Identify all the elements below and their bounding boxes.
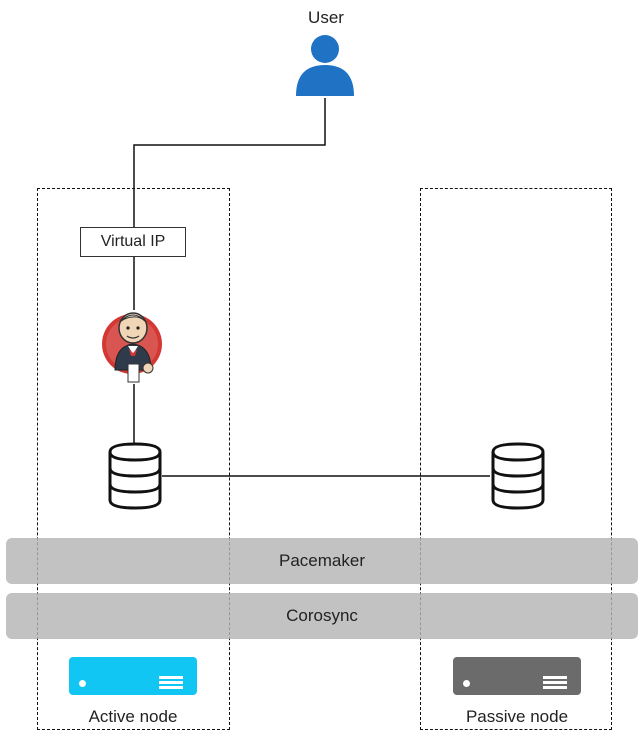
server-vent [159,686,183,689]
passive-node-label: Passive node [465,707,569,726]
server-vent [159,676,183,679]
passive-node-boundary [420,188,612,730]
user-to-vip-line [133,98,326,227]
server-vent [543,686,567,689]
passive-database-icon [491,442,545,510]
jenkins-logo-icon [102,312,162,383]
server-vent [543,676,567,679]
active-server-icon [69,657,197,695]
server-vent [543,681,567,684]
user-icon [296,35,354,96]
passive-server-icon [453,657,581,695]
server-vent [159,681,183,684]
active-database-icon [108,442,162,510]
server-led [79,680,86,687]
active-node-boundary [37,188,230,730]
server-led [463,680,470,687]
active-node-label: Active node [88,707,178,726]
corosync-band: Corosync [6,593,638,639]
pacemaker-band: Pacemaker [6,538,638,584]
virtual-ip-box: Virtual IP [80,227,186,257]
user-label: User [308,8,344,27]
